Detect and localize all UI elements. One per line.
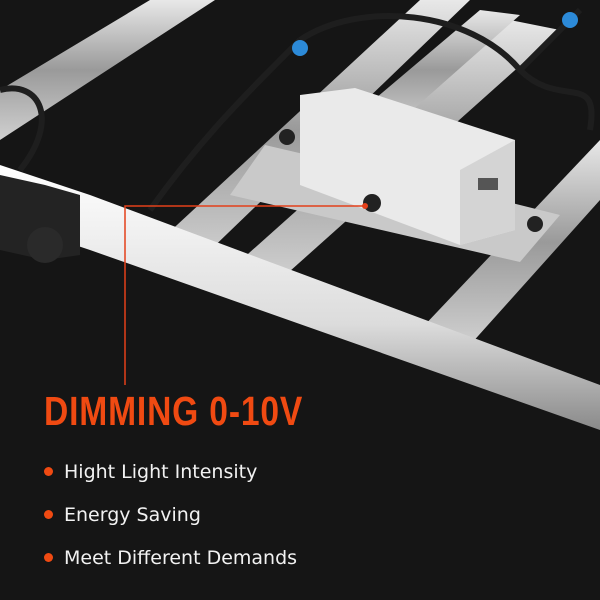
callout-dot xyxy=(362,203,368,209)
feature-item: Energy Saving xyxy=(44,493,297,536)
feature-heading: DIMMING 0-10V xyxy=(44,388,304,434)
dimmer-controller-box xyxy=(230,88,560,262)
cable-connector xyxy=(562,12,578,28)
bullet-dot-icon xyxy=(44,510,53,519)
aluminum-frame xyxy=(0,165,600,430)
feature-item: Hight Light Intensity xyxy=(44,450,297,493)
feature-label: Energy Saving xyxy=(64,503,201,526)
cable-connector xyxy=(292,40,308,56)
callout-line xyxy=(124,205,365,385)
feature-item: Meet Different Demands xyxy=(44,536,297,579)
feature-label: Hight Light Intensity xyxy=(64,460,258,483)
bullet-dot-icon xyxy=(44,553,53,562)
bullet-dot-icon xyxy=(44,467,53,476)
feature-list: Hight Light Intensity Energy Saving Meet… xyxy=(44,450,297,579)
feature-label: Meet Different Demands xyxy=(64,546,298,569)
dimmer-knob xyxy=(363,194,381,212)
